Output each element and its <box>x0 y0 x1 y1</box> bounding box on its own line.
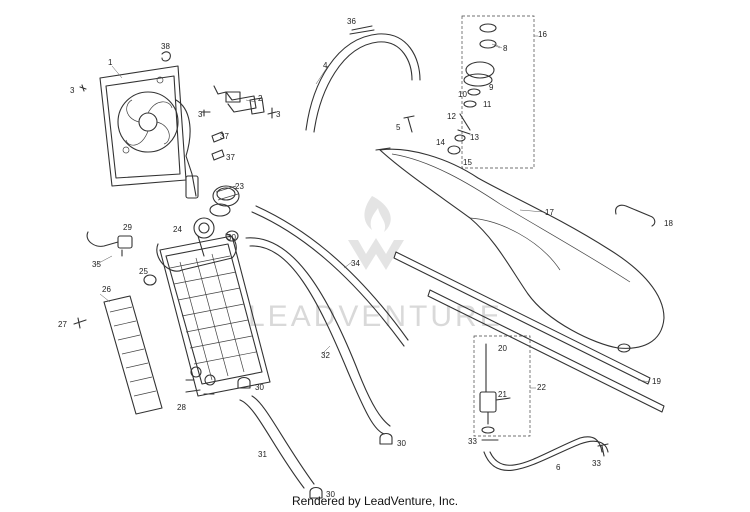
label-30d: 30 <box>326 490 335 499</box>
tank-handle <box>615 204 656 227</box>
label-10: 10 <box>458 90 467 99</box>
label-13: 13 <box>470 133 479 142</box>
label-31: 31 <box>258 450 267 459</box>
footer-credit: Rendered by LeadVenture, Inc. <box>291 494 459 508</box>
label-17: 17 <box>545 208 554 217</box>
label-38: 38 <box>161 42 170 51</box>
part-labels: 1 2 3 3 3 4 5 6 8 9 10 11 12 13 14 15 16… <box>58 17 673 499</box>
label-1: 1 <box>108 58 113 67</box>
label-33a: 33 <box>468 437 477 446</box>
label-30c: 30 <box>397 439 406 448</box>
label-33b: 33 <box>592 459 601 468</box>
label-30b: 30 <box>255 383 264 392</box>
label-5: 5 <box>396 123 401 132</box>
watermark: LEADVENTURE <box>248 196 503 333</box>
label-3a: 3 <box>70 86 75 95</box>
label-4: 4 <box>323 61 328 70</box>
label-11: 11 <box>483 100 492 109</box>
hose-32 <box>245 237 391 435</box>
temperature-sensor <box>86 231 133 257</box>
connector <box>213 85 265 115</box>
label-26: 26 <box>102 285 111 294</box>
label-9: 9 <box>489 83 494 92</box>
label-21: 21 <box>498 390 507 399</box>
fan-assembly <box>99 65 199 199</box>
screw-27 <box>73 317 87 329</box>
fuel-hose-6 <box>483 436 609 471</box>
label-27: 27 <box>58 320 67 329</box>
label-15: 15 <box>463 158 472 167</box>
label-36: 36 <box>347 17 356 26</box>
radiator-core <box>169 253 257 381</box>
hose-4 <box>305 33 421 133</box>
label-19: 19 <box>652 377 661 386</box>
watermark-flame-icon <box>364 196 391 232</box>
radiator-cap <box>209 185 240 217</box>
bolt-5 <box>403 115 415 133</box>
label-22: 22 <box>537 383 546 392</box>
label-28: 28 <box>177 403 186 412</box>
label-24: 24 <box>173 225 182 234</box>
hose-34 <box>251 205 409 347</box>
label-29: 29 <box>123 223 132 232</box>
radiator <box>156 217 271 397</box>
label-35: 35 <box>92 260 101 269</box>
label-2: 2 <box>258 94 263 103</box>
hose-36 <box>349 25 375 35</box>
label-6: 6 <box>556 463 561 472</box>
grommets-and-clamps <box>143 230 393 499</box>
label-8: 8 <box>503 44 508 53</box>
label-16: 16 <box>538 30 547 39</box>
fuel-tank <box>375 147 665 353</box>
label-32: 32 <box>321 351 330 360</box>
watermark-text: LEADVENTURE <box>248 300 503 333</box>
label-23: 23 <box>235 182 244 191</box>
watermark-v-icon <box>348 238 404 270</box>
hose-31 <box>239 395 315 489</box>
leader-lines <box>94 35 651 389</box>
label-3c: 3 <box>276 110 281 119</box>
screws-33 <box>481 439 609 457</box>
label-20: 20 <box>498 344 507 353</box>
label-12: 12 <box>447 112 456 121</box>
label-30a: 30 <box>227 233 236 242</box>
radiator-shroud <box>103 295 163 415</box>
label-34: 34 <box>351 259 360 268</box>
fuel-petcock <box>473 335 531 437</box>
label-37b: 37 <box>226 153 235 162</box>
label-37a: 37 <box>220 132 229 141</box>
label-14: 14 <box>436 138 445 147</box>
tank-straps <box>393 251 665 413</box>
fasteners <box>79 51 277 161</box>
label-25: 25 <box>139 267 148 276</box>
label-3b: 3 <box>198 110 203 119</box>
label-18: 18 <box>664 219 673 228</box>
fuel-cap-assembly <box>447 15 535 169</box>
